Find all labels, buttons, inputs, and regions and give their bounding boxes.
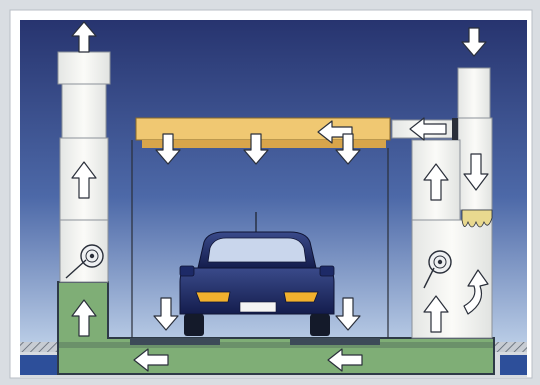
ground-blue-left (20, 355, 60, 375)
right-tower-base (411, 219, 493, 339)
filter-icon (461, 209, 493, 228)
right-supply-tower (391, 67, 493, 339)
connector-flange (452, 118, 458, 140)
curved-arrow-icon (463, 269, 489, 315)
ground-blue-right (500, 355, 527, 375)
up-arrow-icon (71, 21, 97, 53)
up-arrow-icon (423, 163, 449, 201)
floor-grate-right (290, 338, 380, 345)
up-arrow-icon (71, 161, 97, 199)
headlight-left (195, 291, 231, 303)
down-arrow-icon (335, 297, 361, 331)
left-tower-upper (61, 83, 107, 139)
left-tower-cap (57, 51, 111, 85)
down-arrow-icon (335, 133, 361, 165)
headlight-right (283, 291, 319, 303)
left-arrow-icon (409, 117, 447, 141)
floor-grate-left (130, 338, 220, 345)
down-arrow-icon (153, 297, 179, 331)
fan-icon (423, 250, 452, 289)
left-arrow-icon (133, 348, 169, 372)
up-arrow-icon (71, 299, 97, 337)
up-arrow-icon (423, 295, 449, 333)
down-arrow-icon (243, 133, 269, 165)
down-arrow-icon (155, 133, 181, 165)
down-arrow-icon (461, 27, 487, 57)
down-arrow-icon (463, 153, 489, 191)
fan-icon (65, 244, 104, 279)
left-arrow-icon (327, 348, 363, 372)
car-icon (179, 212, 335, 336)
plenum-filter (142, 140, 386, 148)
license-plate (239, 301, 277, 313)
duct-edge (58, 342, 494, 348)
left-arrow-icon (317, 120, 353, 144)
right-tower-inlet (457, 67, 491, 119)
left-exhaust-tower (57, 51, 111, 283)
